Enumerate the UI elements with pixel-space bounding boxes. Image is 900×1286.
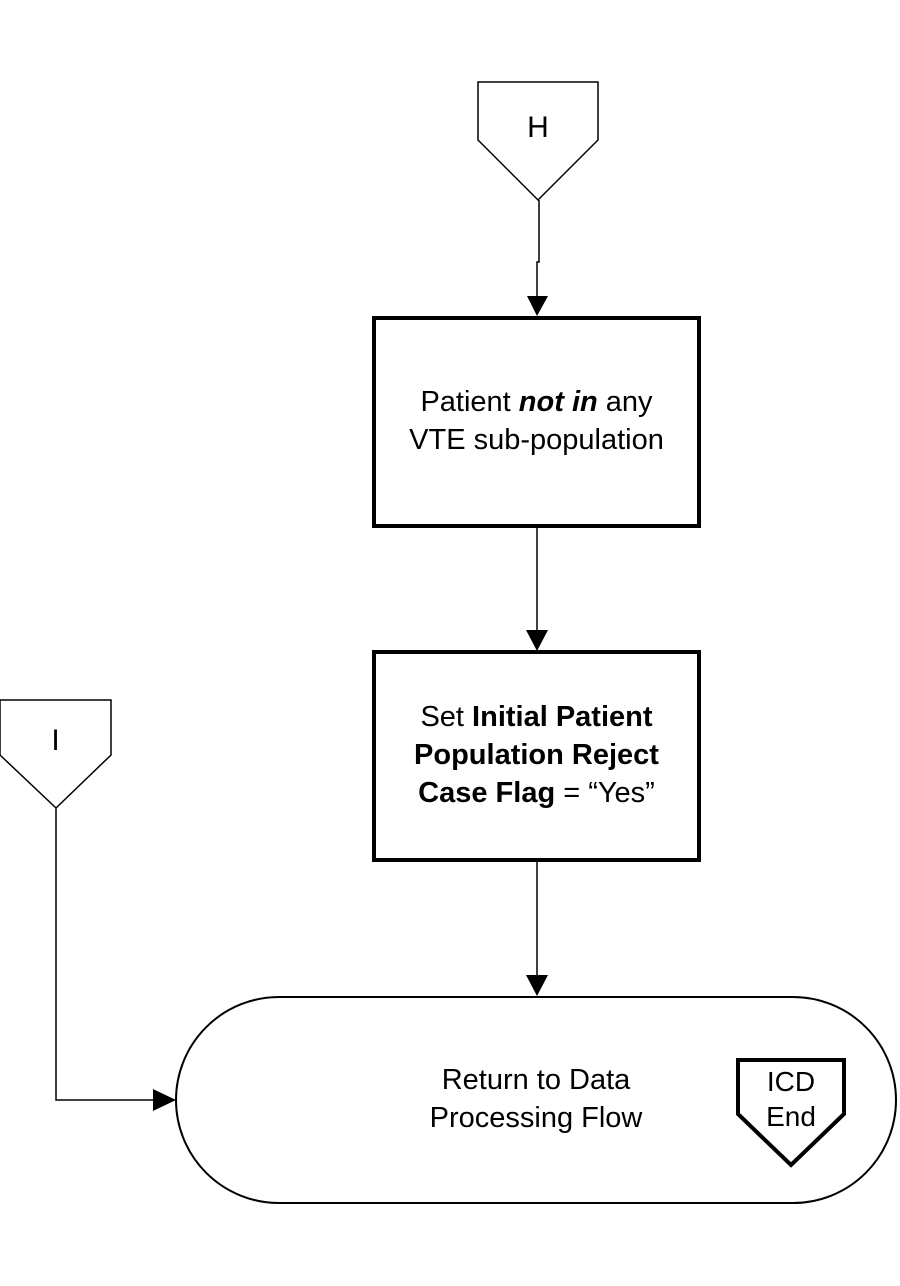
- box1-line1-pre: Patient: [420, 386, 519, 419]
- box2-line3-post: = “Yes”: [555, 776, 655, 809]
- icd-end-line1: ICD: [766, 1066, 816, 1097]
- box1-line1: Patient not in any: [420, 384, 652, 422]
- box-not-in-population: Patient not in any VTE sub-population: [374, 318, 699, 526]
- connector-i-text: I: [51, 723, 60, 757]
- connector-i-shape: [0, 699, 112, 810]
- box1-line1-emph: not in: [518, 386, 598, 419]
- arrow-i-to-terminator: [55, 808, 155, 1101]
- connector-h-text: H: [527, 110, 549, 144]
- arrowhead-h-to-box1: [527, 296, 548, 316]
- arrow-h-to-box1: [536, 200, 540, 296]
- arrowhead-box2-to-terminator: [526, 975, 548, 996]
- arrowhead-i-to-terminator: [153, 1089, 176, 1111]
- connector-i-label: I: [0, 715, 111, 765]
- box1-line1-post: any: [597, 386, 653, 419]
- terminator-shape: [175, 996, 897, 1204]
- connector-h-shape: [477, 81, 599, 202]
- icd-end-line2: End: [766, 1101, 816, 1132]
- box2-line3-bold: Case Flag: [418, 776, 556, 809]
- box-not-in-population-shape: [372, 316, 701, 528]
- box2-line2-bold: Population Reject: [414, 739, 659, 772]
- terminator-line1: Return to Data: [441, 1064, 631, 1097]
- box2-line1: Set Initial Patient: [420, 699, 652, 737]
- terminator-label: Return to Data Processing Flow: [376, 1050, 696, 1150]
- box-set-flag: Set Initial Patient Population Reject Ca…: [374, 652, 699, 860]
- icd-end-shape: [736, 1058, 846, 1168]
- box1-line2: VTE sub-population: [409, 424, 664, 456]
- box2-line2: Population Reject: [414, 737, 659, 775]
- box2-line3: Case Flag = “Yes”: [418, 775, 655, 813]
- box-set-flag-shape: [372, 650, 701, 862]
- box2-line1-bold: Initial Patient: [472, 701, 653, 734]
- icd-end-label: ICD End: [738, 1060, 844, 1138]
- arrowhead-box1-to-box2: [526, 630, 548, 651]
- connector-h-label: H: [478, 102, 598, 152]
- box2-line1-pre: Set: [420, 701, 473, 734]
- terminator-line2: Processing Flow: [429, 1102, 643, 1134]
